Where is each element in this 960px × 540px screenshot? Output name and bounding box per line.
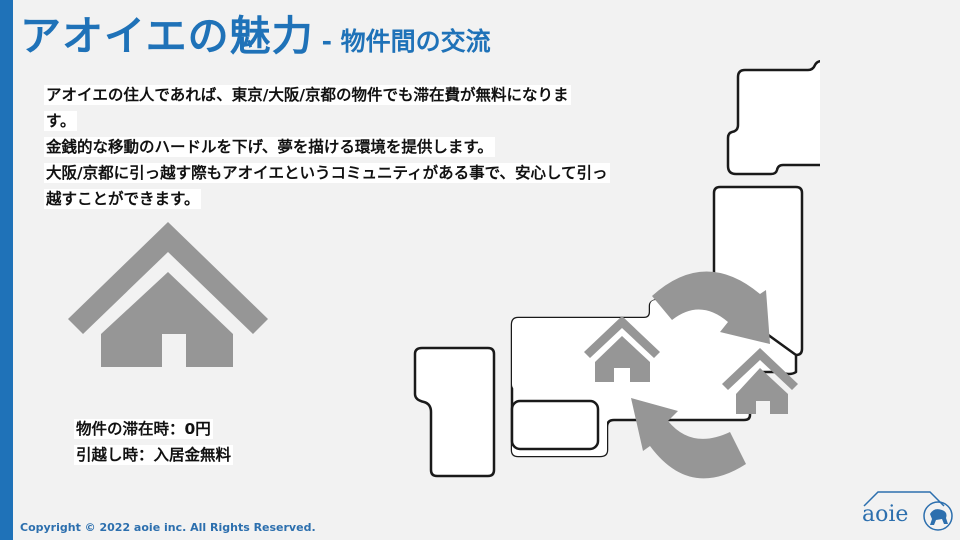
- accent-bar: [0, 0, 13, 540]
- move-cost: 引越し時：入居金無料: [74, 445, 234, 465]
- description-line: す。: [44, 111, 78, 131]
- stay-cost: 物件の滞在時：0円: [74, 419, 213, 439]
- logo-text: aoie: [862, 502, 909, 527]
- stay-info: 物件の滞在時：0円 引越し時：入居金無料: [74, 416, 234, 468]
- monkey-icon: [930, 509, 948, 525]
- description: アオイエの住人であれば、東京/大阪/京都の物件でも滞在費が無料になりま す。 金…: [44, 82, 674, 212]
- map-region-hokkaido: [726, 60, 820, 176]
- description-line: 大阪/京都に引っ越す際もアオイエというコミュニティがある事で、安心して引っ: [44, 163, 610, 183]
- house-icon: [68, 222, 268, 367]
- title-sub: - 物件間の交流: [321, 27, 491, 56]
- copyright-footer: Copyright © 2022 aoie inc. All Rights Re…: [20, 521, 316, 534]
- description-line: アオイエの住人であれば、東京/大阪/京都の物件でも滞在費が無料になりま: [44, 85, 571, 105]
- title-main: アオイエの魅力: [20, 12, 314, 60]
- page-title: アオイエの魅力 - 物件間の交流: [20, 2, 491, 62]
- house-icon-small-left: [584, 316, 660, 382]
- map-region-shikoku: [510, 399, 600, 451]
- cycle-arrow-top-icon: [652, 271, 770, 344]
- house-icon-small-right: [722, 348, 798, 414]
- aoie-logo: [863, 491, 953, 531]
- japan-map: [413, 60, 820, 479]
- cycle-arrow-bottom-icon: [631, 398, 746, 479]
- description-line: 越すことができます。: [44, 189, 202, 209]
- description-line: 金銭的な移動のハードルを下げ、夢を描ける環境を提供します。: [44, 137, 495, 157]
- map-region-kyushu: [413, 346, 496, 478]
